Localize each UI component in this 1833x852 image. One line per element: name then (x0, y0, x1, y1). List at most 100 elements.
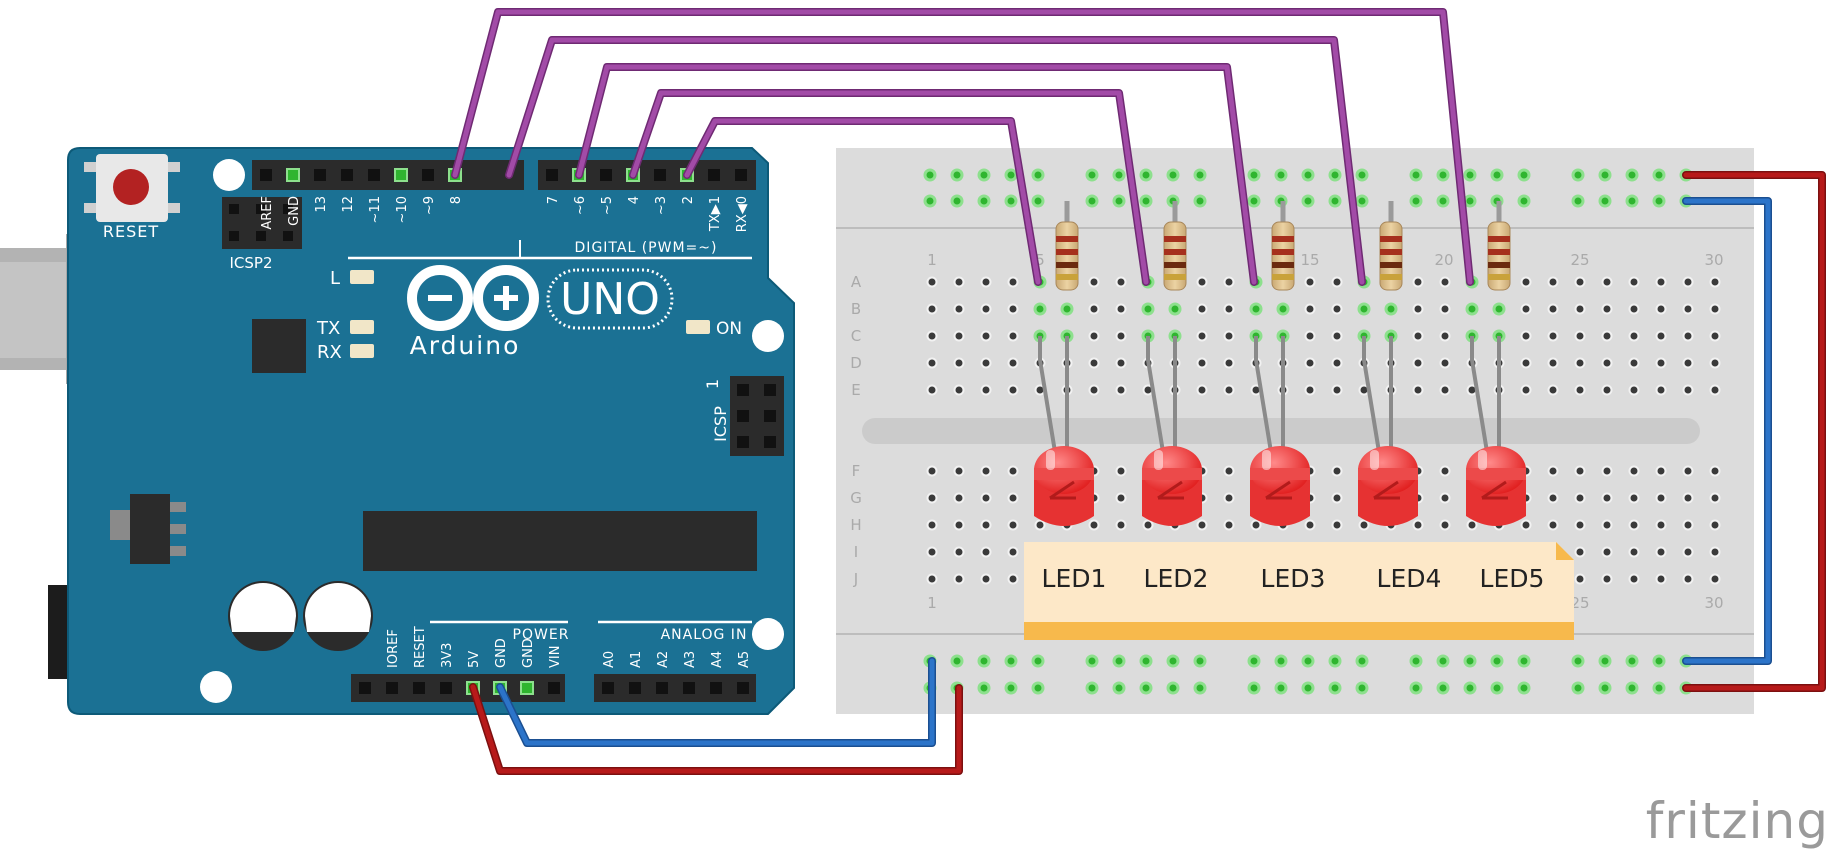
breadboard-hole (1682, 519, 1694, 531)
rail-hole (1571, 681, 1585, 695)
header-pin (286, 168, 300, 182)
header-pin (422, 169, 434, 181)
rail-hole (1463, 681, 1477, 695)
voltage-regulator (110, 494, 186, 564)
note-label: LED5 (1480, 564, 1545, 593)
breadboard-hole (1601, 465, 1613, 477)
breadboard-hole (980, 276, 992, 288)
header-pin (260, 169, 272, 181)
led (1466, 446, 1526, 526)
rail-hole (1517, 681, 1531, 695)
breadboard-hole (953, 357, 965, 369)
rail-hole (1274, 654, 1288, 668)
header-pin (520, 681, 534, 695)
breadboard-hole (1115, 492, 1127, 504)
header-pin (368, 169, 380, 181)
breadboard-hole (1007, 330, 1019, 342)
breadboard-hole (1412, 276, 1424, 288)
breadboard-hole (953, 276, 965, 288)
rail-hole (1652, 168, 1666, 182)
row-letter: D (850, 354, 862, 372)
breadboard-hole (1628, 492, 1640, 504)
breadboard-hole (1547, 303, 1559, 315)
rail-hole (1247, 168, 1261, 182)
breadboard-hole (1060, 302, 1074, 316)
rail-hole (1463, 654, 1477, 668)
pin-label: 12 (341, 196, 356, 213)
header-pin (710, 682, 722, 694)
led-on-label: ON (716, 319, 742, 339)
led (1142, 446, 1202, 526)
breadboard-hole (1007, 384, 1019, 396)
breadboard-hole (1520, 303, 1532, 315)
reset-button (84, 154, 180, 222)
breadboard-hole (980, 546, 992, 558)
breadboard-hole (1196, 357, 1208, 369)
header-pin (602, 682, 614, 694)
breadboard-hole (1412, 519, 1424, 531)
header-pin (341, 169, 353, 181)
note-label: LED1 (1042, 564, 1107, 593)
breadboard-hole (1520, 330, 1532, 342)
breadboard-hole (980, 465, 992, 477)
led (1250, 446, 1310, 526)
row-letter: E (851, 381, 860, 399)
breadboard-hole (1601, 330, 1613, 342)
note-label: LED3 (1261, 564, 1326, 593)
led-cathode-leg (1038, 336, 1058, 459)
rail-hole (1166, 654, 1180, 668)
pin-label: A0 (602, 651, 617, 668)
led-rx-label: RX (317, 342, 342, 363)
power-analog-pins (359, 681, 749, 695)
breadboard-hole (980, 573, 992, 585)
breadboard-hole (926, 465, 938, 477)
microcontroller (363, 511, 757, 571)
breadboard-hole (926, 492, 938, 504)
breadboard-hole (926, 573, 938, 585)
breadboard-hole (1250, 519, 1262, 531)
breadboard-hole (1115, 357, 1127, 369)
rail-hole (1139, 194, 1153, 208)
breadboard-hole (1601, 573, 1613, 585)
rail-hole (1625, 168, 1639, 182)
breadboard-hole (1628, 303, 1640, 315)
rail-hole (1166, 168, 1180, 182)
breadboard-hole (1304, 357, 1316, 369)
breadboard-hole (1547, 519, 1559, 531)
breadboard-hole (1331, 330, 1343, 342)
breadboard-hole (1007, 303, 1019, 315)
header-pin (440, 682, 452, 694)
breadboard-hole (1709, 276, 1721, 288)
rail-hole (1301, 654, 1315, 668)
rail-hole (1328, 194, 1342, 208)
breadboard-hole (1655, 519, 1667, 531)
breadboard-hole (1088, 330, 1100, 342)
rail-hole (1652, 654, 1666, 668)
rail-hole (1139, 654, 1153, 668)
pin-label: VIN (548, 646, 563, 668)
icsp-header (730, 376, 784, 456)
rail-hole (923, 168, 937, 182)
header-pin (683, 682, 695, 694)
breadboard-hole (1655, 465, 1667, 477)
breadboard-hole (1682, 357, 1694, 369)
breadboard-hole (1249, 302, 1263, 316)
header-pin (413, 682, 425, 694)
rail-hole (1139, 168, 1153, 182)
rail-hole (1193, 168, 1207, 182)
pin-label: A3 (683, 651, 698, 668)
breadboard-hole (1331, 384, 1343, 396)
digital-title: DIGITAL (PWM=~) (575, 240, 718, 256)
breadboard-hole (1007, 357, 1019, 369)
breadboard-hole (1682, 465, 1694, 477)
column-numbers-bottom: 1 25 30 (927, 594, 1723, 612)
breadboard-hole (1223, 519, 1235, 531)
breadboard-hole (1682, 546, 1694, 558)
breadboard-hole (1115, 465, 1127, 477)
rail-hole (950, 168, 964, 182)
rail-hole (1409, 681, 1423, 695)
breadboard-hole (1520, 276, 1532, 288)
breadboard-hole (1439, 492, 1451, 504)
rail-hole (1031, 654, 1045, 668)
